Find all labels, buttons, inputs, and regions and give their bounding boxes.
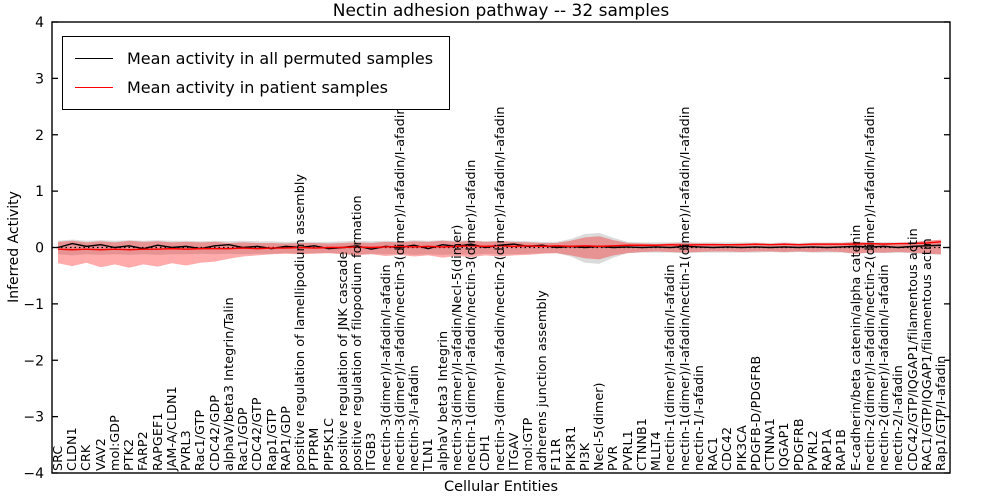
legend-label-patient: Mean activity in patient samples [127, 78, 388, 97]
x-tick-label: PTPRM [306, 427, 322, 471]
y-tick-label: 4 [35, 15, 44, 31]
y-tick-label: −1 [23, 297, 44, 313]
permuted-line-swatch [75, 58, 113, 59]
x-tick-label: IQGAP1 [776, 422, 792, 471]
y-tick-label: 3 [35, 71, 44, 87]
patient-line-swatch [75, 87, 113, 88]
x-tick-label: mol:GTP [519, 417, 535, 471]
x-tick-label: CDC42 [719, 426, 735, 471]
x-tick-label: Necl-5(dimer) [591, 382, 607, 471]
x-tick-label: FARP2 [135, 431, 151, 471]
x-tick-label: PI3K [576, 442, 592, 471]
x-tick-label: PDGFRB [790, 418, 806, 471]
x-tick-label: PVRL2 [804, 430, 820, 471]
chart-title: Nectin adhesion pathway -- 32 samples [332, 1, 670, 21]
x-tick-label: RAPGEF1 [149, 412, 165, 471]
x-tick-label: RAC1/GTP/IQGAP1/filamentous actin [918, 238, 934, 471]
x-tick-label: CLDN1 [64, 427, 80, 471]
x-tick-label: nectin-3/I-afadin [406, 365, 422, 471]
x-tick-label: CDC42/GTP/IQGAP1/filamentous actin [904, 228, 920, 471]
x-tick-label: SRC [50, 445, 65, 471]
y-tick-label: −4 [23, 466, 44, 482]
x-tick-label: ITGB3 [363, 432, 379, 471]
x-tick-label: Rap1/GTP/I-afadin [933, 355, 948, 471]
x-tick-label: ITGAV [505, 432, 521, 471]
legend-entry-patient: Mean activity in patient samples [75, 73, 433, 102]
x-tick-label: nectin-1/I-afadin [690, 365, 706, 471]
x-tick-label: adherens junction assembly [534, 290, 550, 471]
x-tick-label: alphaV beta3 Integrin [434, 330, 450, 471]
x-tick-label: PTK2 [121, 438, 137, 471]
x-tick-label: CTNNA1 [762, 418, 778, 471]
x-tick-label: positive regulation of JNK cascade [334, 251, 350, 472]
y-tick-label: −2 [23, 353, 44, 369]
x-tick-label: E-cadherin/beta catenin/alpha catenin [847, 224, 863, 471]
x-tick-label: RAC1 [705, 436, 721, 471]
x-tick-label: nectin-2(dimer)/I-afadin/nectin-2(dimer)… [861, 106, 877, 471]
legend-label-permuted: Mean activity in all permuted samples [127, 49, 434, 68]
band-permuted [58, 232, 941, 264]
x-tick-label: PVRL1 [619, 430, 635, 471]
x-tick-label: CDH1 [477, 434, 493, 471]
x-tick-label: RAP1A [819, 429, 835, 471]
x-tick-label: positive regulation of lamellipodium ass… [292, 173, 308, 471]
x-tick-label: PIK3R1 [562, 425, 578, 471]
x-tick-label: MLLT4 [648, 431, 664, 471]
x-axis-label: Cellular Entities [443, 479, 559, 495]
x-tick-label: alphaV/beta3 Integrin/Talin [220, 297, 236, 471]
x-tick-label: Rac1/GTP [192, 409, 208, 471]
y-tick-label: 1 [35, 184, 44, 200]
x-tick-label: PVRL3 [178, 430, 194, 471]
y-tick-label: −3 [23, 410, 44, 426]
x-tick-label: nectin-2/I-afadin [890, 365, 906, 471]
x-tick-label: RAP1/GDP [277, 405, 293, 471]
x-tick-label: Rap1/GTP [263, 408, 279, 471]
x-tick-label: nectin-3(dimer)/I-afadin/Necl-5(dimer) [448, 224, 464, 472]
x-tick-label: positive regulation of filopodium format… [349, 195, 365, 471]
legend: Mean activity in all permuted samples Me… [62, 36, 451, 110]
x-tick-label: nectin-2(dimer)/I-afadin/I-afadin [876, 264, 892, 471]
x-tick-label: RAP1B [833, 429, 849, 471]
x-tick-label: nectin-3(dimer)/I-afadin/nectin-2(dimer)… [491, 106, 507, 471]
x-tick-label: nectin-3(dimer)/I-afadin/I-afadin [377, 264, 393, 471]
legend-entry-permuted: Mean activity in all permuted samples [75, 44, 433, 73]
x-tick-label: nectin-1(dimer)/I-afadin/nectin-3(dimer)… [463, 159, 479, 471]
x-tick-label: nectin-1(dimer)/I-afadin/nectin-1(dimer)… [676, 106, 692, 471]
x-tick-label: JAM-A/CLDN1 [163, 386, 179, 471]
x-tick-label: CTNNB1 [633, 418, 649, 471]
x-tick-label: CRK [78, 444, 94, 471]
patient-mean-line [57, 241, 942, 251]
x-tick-label: TLN1 [420, 438, 436, 471]
x-tick-label: Rac1/GDP [235, 407, 251, 471]
x-tick-label: nectin-3(dimer)/I-afadin/nectin-3(dimer)… [391, 106, 407, 471]
y-tick-label: 0 [35, 241, 44, 257]
x-tick-label: PIK3CA [733, 425, 749, 471]
x-tick-label: nectin-1(dimer)/I-afadin/I-afadin [662, 264, 678, 471]
x-tick-label: PVR [605, 445, 621, 471]
x-tick-label: PIP5K1C [320, 417, 336, 471]
x-tick-label: mol:GDP [106, 415, 122, 471]
x-tick-label: VAV2 [92, 438, 108, 471]
x-tick-label: CDC42/GTP [249, 397, 265, 471]
y-tick-label: 2 [35, 128, 44, 144]
x-tick-label: F11R [548, 438, 564, 471]
x-tick-label: PDGFB-D/PDGFRB [747, 355, 763, 471]
x-tick-label: CDC42/GDP [206, 394, 222, 471]
